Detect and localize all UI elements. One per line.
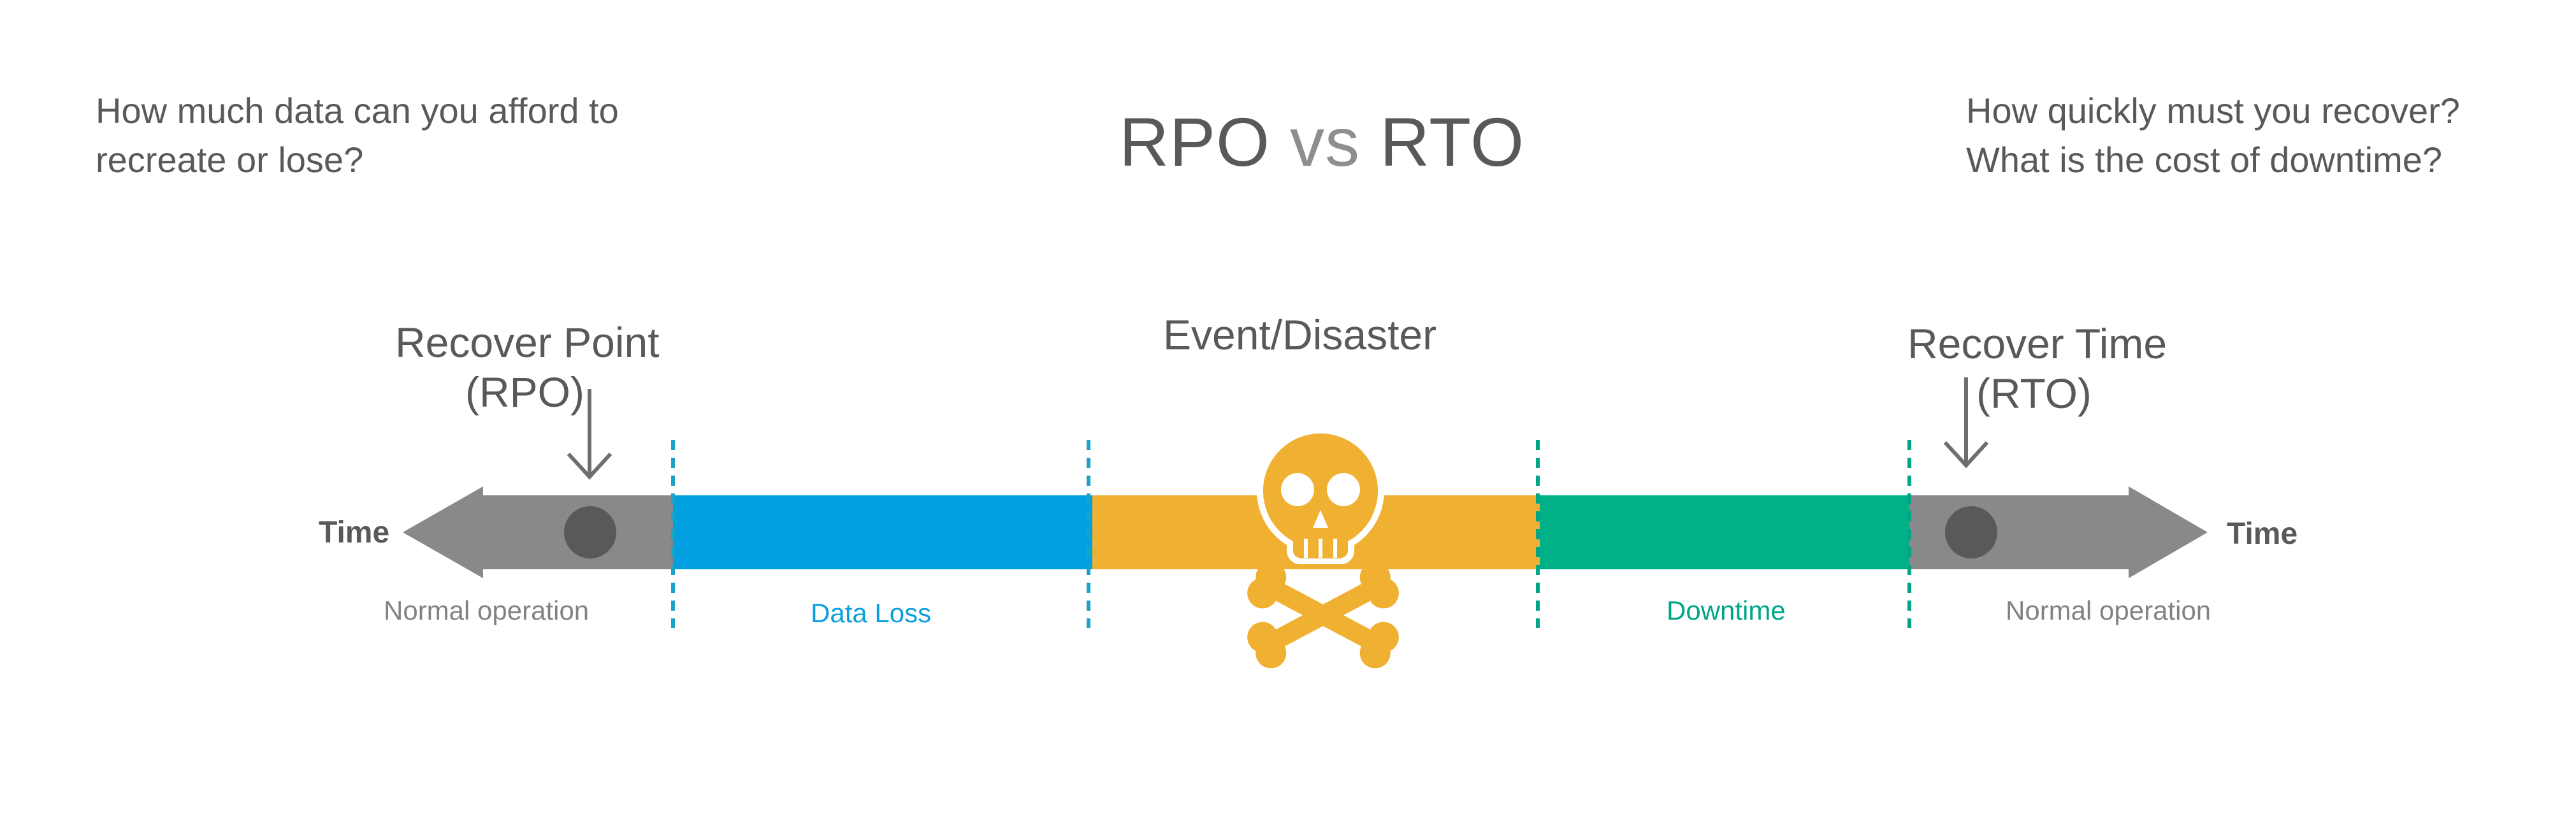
rpo-down-arrow bbox=[567, 389, 612, 480]
title-rpo: RPO bbox=[1119, 103, 1271, 180]
rpo-label: Recover Point (RPO) bbox=[395, 317, 660, 417]
right-arrow bbox=[1909, 486, 2208, 578]
rto-down-arrow bbox=[1943, 377, 1989, 469]
rto-label: Recover Time (RTO) bbox=[1907, 319, 2167, 418]
time-label-left: Time bbox=[319, 516, 390, 550]
time-label-right: Time bbox=[2227, 517, 2298, 551]
segment-downtime: Downtime bbox=[1667, 595, 1786, 625]
title-vs: vs bbox=[1290, 103, 1361, 180]
data-loss-bar bbox=[673, 495, 1092, 569]
rpo-label-line-1: Recover Point bbox=[395, 319, 660, 366]
page-title: RPO vs RTO bbox=[1119, 102, 1524, 182]
rto-question-line-2: What is the cost of downtime? bbox=[1966, 140, 2443, 180]
rto-question-line-1: How quickly must you recover? bbox=[1966, 91, 2460, 131]
segment-normal-right: Normal operation bbox=[2006, 595, 2211, 625]
rto-question: How quickly must you recover? What is th… bbox=[1966, 86, 2460, 184]
left-arrow bbox=[403, 486, 673, 578]
rpo-question: How much data can you afford to recreate… bbox=[96, 86, 619, 184]
rpo-question-line-2: recreate or lose? bbox=[96, 140, 364, 180]
rpo-question-line-1: How much data can you afford to bbox=[96, 91, 619, 131]
event-label: Event/Disaster bbox=[1163, 311, 1437, 358]
segment-normal-left: Normal operation bbox=[384, 595, 590, 625]
rpo-label-line-2: (RPO) bbox=[465, 368, 584, 416]
rpo-dot bbox=[564, 506, 616, 558]
title-rto: RTO bbox=[1380, 103, 1525, 180]
rto-dot bbox=[1945, 506, 1997, 558]
segment-data-loss: Data Loss bbox=[811, 598, 932, 628]
skull-face bbox=[1281, 473, 1360, 558]
rto-label-line-1: Recover Time bbox=[1907, 320, 2167, 367]
downtime-bar bbox=[1540, 495, 1909, 569]
rto-label-line-2: (RTO) bbox=[1976, 370, 2092, 417]
